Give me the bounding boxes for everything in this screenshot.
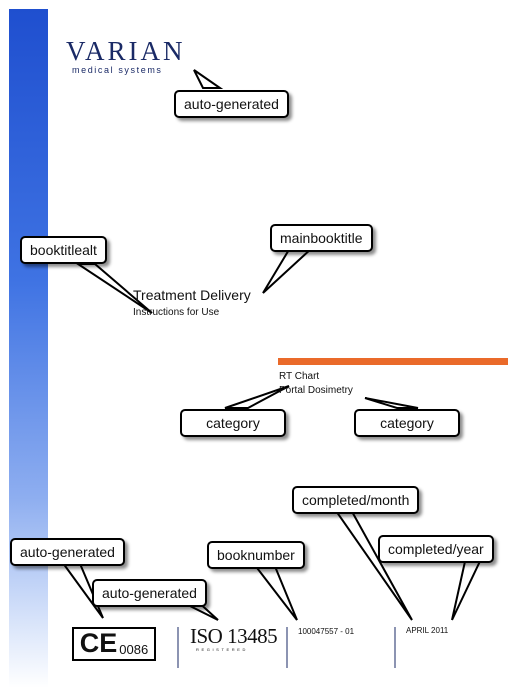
leader-category-2 <box>364 397 419 409</box>
ce-mark: CE 0086 <box>72 627 156 661</box>
category-portal-dosimetry: Portal Dosimetry <box>279 385 353 396</box>
category-rt-chart: RT Chart <box>279 371 320 382</box>
leader-mainbooktitle <box>262 247 315 294</box>
ce-mark-number: 0086 <box>119 642 149 657</box>
leader-category-1 <box>224 385 290 409</box>
leader-booknumber <box>251 563 298 621</box>
callout-booktitlealt: booktitlealt <box>20 236 107 264</box>
leader-logo <box>193 69 224 89</box>
leader-completed-year <box>451 556 484 621</box>
varian-logo: VARIAN medical systems <box>66 36 196 80</box>
iso-mark: ISO 13485 REGISTERED <box>190 624 278 652</box>
callout-booknumber: booknumber <box>207 541 305 569</box>
left-blue-gradient-bar <box>9 9 48 688</box>
callout-ce: auto-generated <box>10 538 125 566</box>
logo-brand: VARIAN <box>66 36 186 66</box>
callout-completed-year: completed/year <box>378 535 494 563</box>
book-number: 100047557 - 01 <box>298 627 355 636</box>
callout-category-2: category <box>354 409 460 437</box>
callout-category-1: category <box>180 409 286 437</box>
main-book-title: Treatment Delivery <box>133 287 251 303</box>
leader-completed-month <box>332 507 413 621</box>
callout-mainbooktitle: mainbooktitle <box>270 224 373 252</box>
leader-booktitlealt <box>74 263 153 314</box>
ce-mark-letters: CE <box>79 628 118 658</box>
book-subtitle: Instructions for Use <box>133 307 220 318</box>
orange-rule <box>278 358 508 365</box>
callout-completed-month: completed/month <box>292 486 420 514</box>
callout-logo: auto-generated <box>174 90 289 118</box>
publication-date: APRIL 2011 <box>406 626 449 635</box>
iso-mark-text: ISO 13485 <box>190 624 278 648</box>
callout-iso: auto-generated <box>92 579 207 607</box>
iso-mark-registered: REGISTERED <box>196 647 249 652</box>
logo-subtitle: medical systems <box>72 65 163 75</box>
